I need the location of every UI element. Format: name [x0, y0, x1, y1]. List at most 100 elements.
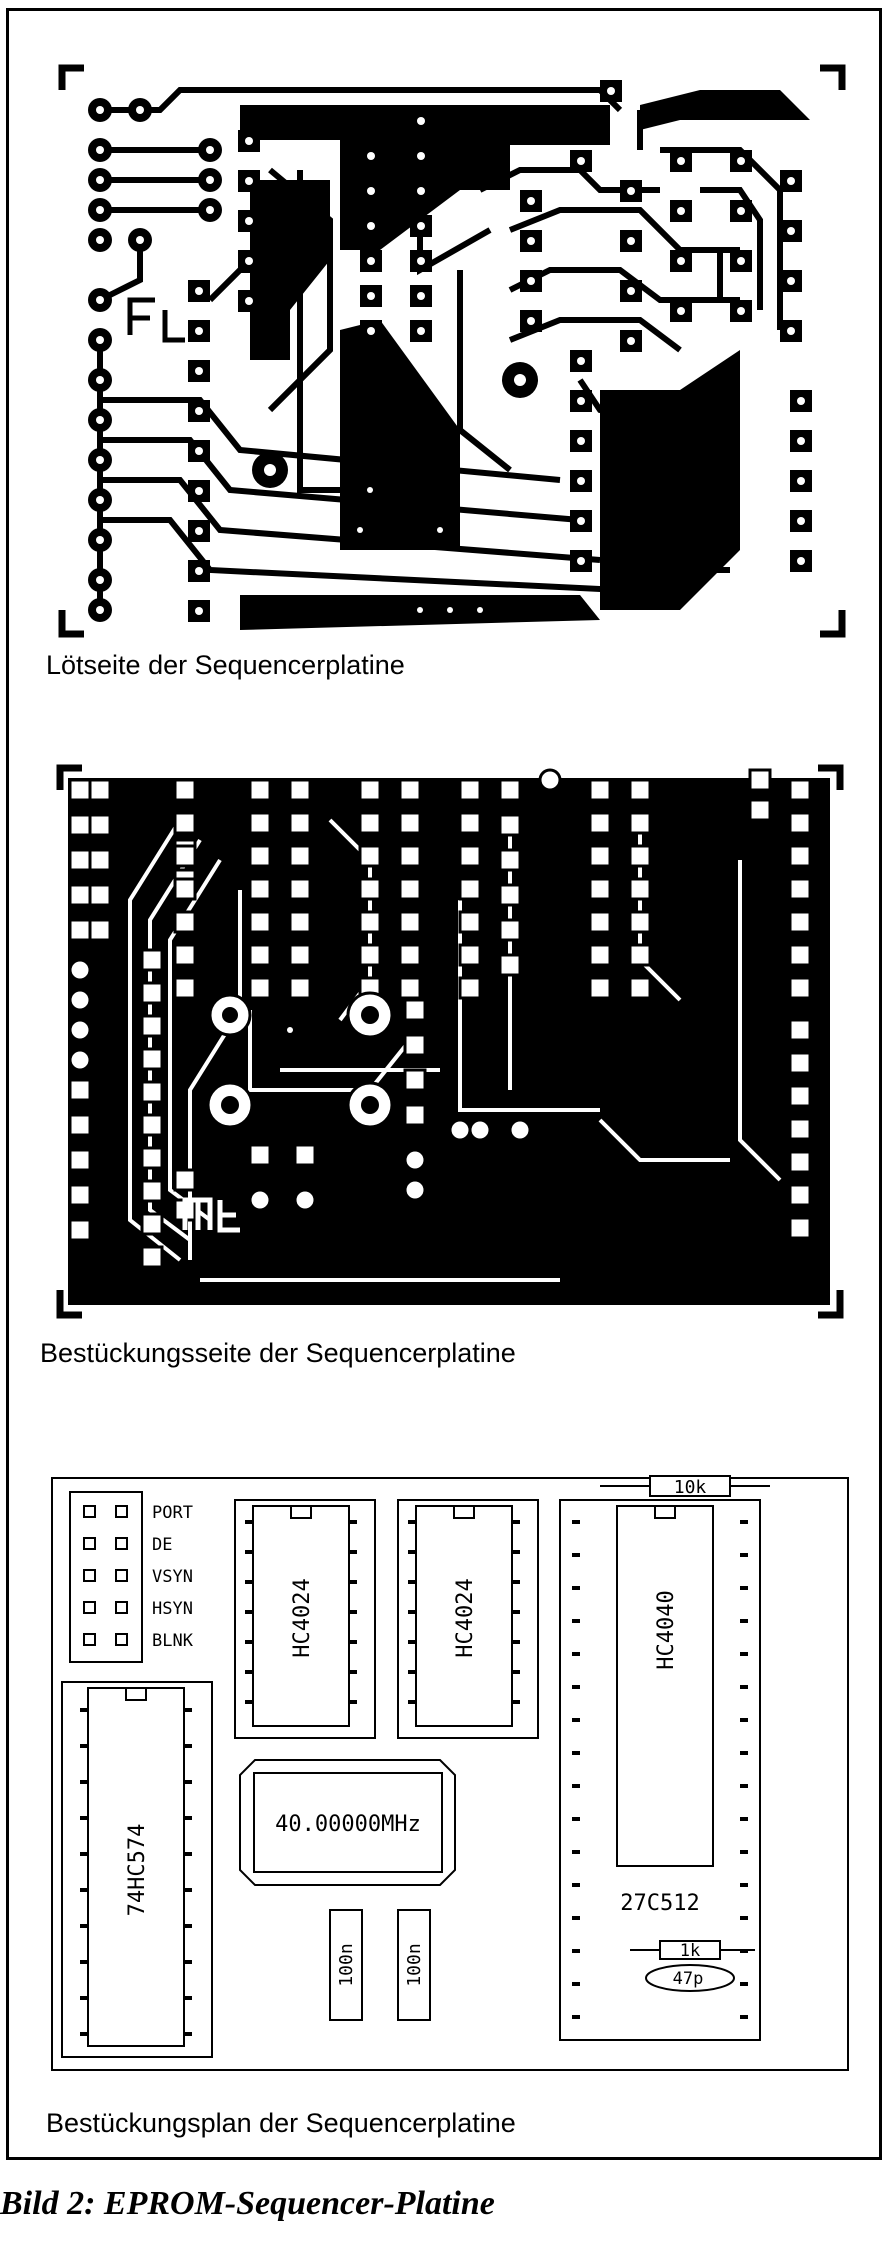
pad [68, 1183, 92, 1207]
pad [358, 910, 382, 934]
connector-pin [83, 1505, 96, 1518]
pad [140, 1113, 164, 1137]
pad [788, 943, 812, 967]
pad [293, 1188, 317, 1212]
crystal: 40.00000MHz [239, 1759, 456, 1886]
pad [628, 943, 652, 967]
pad [458, 811, 482, 835]
pad [788, 976, 812, 1000]
pad [788, 1117, 812, 1141]
connector-pin [115, 1569, 128, 1582]
pad [68, 1218, 92, 1242]
pad [248, 976, 272, 1000]
pad [68, 778, 92, 802]
pad [68, 883, 92, 907]
pad [403, 1148, 427, 1172]
pad [458, 844, 482, 868]
chip-label-c3: HC4040 [654, 1590, 679, 1669]
resistor-1k-label: 1k [680, 1941, 700, 1961]
pad [88, 813, 112, 837]
pad [588, 811, 612, 835]
solder-side-panel [40, 50, 860, 650]
pad [403, 1033, 427, 1057]
chip-body-74hc574 [87, 1687, 185, 2047]
pad [173, 943, 197, 967]
pad [68, 1018, 92, 1042]
pad [398, 910, 422, 934]
connector-pin [115, 1633, 128, 1646]
component-side-panel [40, 760, 860, 1330]
pad [288, 811, 312, 835]
capacitor-100n-a-label: 100n [336, 1943, 357, 1986]
resistor-1k: 1k [630, 1940, 755, 1961]
pad [788, 1183, 812, 1207]
pad [248, 778, 272, 802]
pad [140, 1080, 164, 1104]
solder-side-layout [58, 64, 846, 638]
pad [398, 976, 422, 1000]
chip-body-hc4024-2 [415, 1505, 513, 1727]
pad [788, 1018, 812, 1042]
pad [508, 1118, 532, 1142]
pad [358, 877, 382, 901]
pad [458, 877, 482, 901]
figure-caption: Bild 2: EPROM-Sequencer-Platine [0, 2185, 495, 2222]
pad [288, 943, 312, 967]
pad [498, 778, 522, 802]
pad [403, 1103, 427, 1127]
pad [403, 1178, 427, 1202]
pad [398, 811, 422, 835]
pad [68, 1148, 92, 1172]
pad [288, 844, 312, 868]
pad [248, 877, 272, 901]
chip-outlines [61, 1499, 761, 2058]
pad [140, 1179, 164, 1203]
pad [358, 943, 382, 967]
pad [788, 1084, 812, 1108]
pad [140, 1146, 164, 1170]
pad [288, 778, 312, 802]
pad [68, 958, 92, 982]
pad [248, 1143, 272, 1167]
pad [293, 1143, 317, 1167]
pad [88, 883, 112, 907]
component-side-pads [68, 768, 812, 1269]
pad [68, 1078, 92, 1102]
pad [498, 883, 522, 907]
pad [173, 778, 197, 802]
pad [68, 813, 92, 837]
pad [788, 811, 812, 835]
pad [788, 877, 812, 901]
pad [628, 811, 652, 835]
pad [358, 811, 382, 835]
pad [498, 953, 522, 977]
chip-label-c1: HC4024 [290, 1578, 315, 1657]
chip-body-hc4024-1 [252, 1505, 350, 1727]
pad [173, 1168, 197, 1192]
pad [458, 976, 482, 1000]
pad [140, 1212, 164, 1236]
pad [628, 778, 652, 802]
pad [448, 1118, 472, 1142]
pad [398, 943, 422, 967]
connector-label: VSYN [152, 1567, 193, 1587]
pad [403, 998, 427, 1022]
eprom-label: 27C512 [620, 1891, 699, 1916]
pad [588, 778, 612, 802]
pad [788, 910, 812, 934]
chip-label-c2: HC4024 [453, 1578, 478, 1657]
pad [88, 848, 112, 872]
pad [788, 778, 812, 802]
pad [140, 981, 164, 1005]
capacitor-47p-label: 47p [673, 1969, 704, 1989]
pad [403, 1068, 427, 1092]
connector-pin [83, 1537, 96, 1550]
pad [140, 1245, 164, 1269]
pad [458, 778, 482, 802]
component-side-layout [56, 764, 844, 1319]
placement-plan-caption: Bestückungsplan der Sequencerplatine [46, 2108, 516, 2138]
pad [173, 811, 197, 835]
pad [628, 976, 652, 1000]
